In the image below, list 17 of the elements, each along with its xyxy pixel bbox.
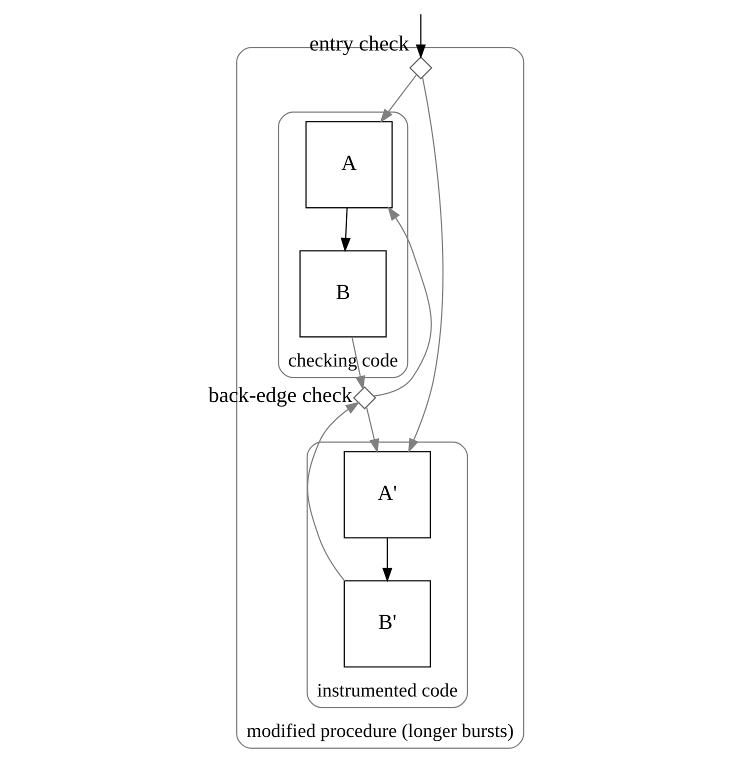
node-box: A' — [344, 451, 431, 538]
arrow — [380, 74, 418, 124]
node-label: back-edge check — [208, 382, 352, 407]
arrow — [408, 77, 444, 453]
arrow — [340, 208, 351, 252]
node-box: B' — [344, 580, 431, 668]
arrow — [366, 406, 380, 454]
node-label: entry check — [309, 31, 410, 56]
arrow — [416, 14, 426, 59]
node-box: B — [299, 250, 387, 338]
node-diamond — [409, 56, 432, 80]
arrow — [382, 538, 392, 582]
arrow — [374, 206, 432, 397]
node-diamond — [353, 386, 376, 410]
node-box: A — [305, 121, 393, 208]
arrow — [351, 336, 366, 390]
arrow — [307, 402, 360, 582]
